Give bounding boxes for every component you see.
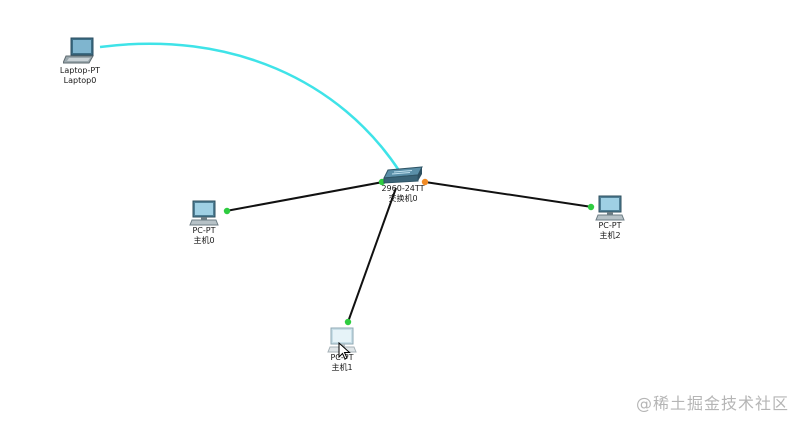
device-model-label: PC-PT xyxy=(330,353,354,362)
device-model-label: PC-PT xyxy=(598,221,622,230)
device-model-label: 2960-24TT xyxy=(381,184,425,193)
desktop-pc-icon xyxy=(327,327,357,353)
device-pc2[interactable]: PC-PT 主机2 xyxy=(588,195,632,241)
console-cable-laptop0-switch0[interactable] xyxy=(99,42,402,173)
port-light-switch0-to-pc2 xyxy=(421,178,429,186)
ethernet-cable-switch0-pc1[interactable] xyxy=(347,187,397,323)
switch-icon xyxy=(383,166,423,184)
device-name-label: 主机1 xyxy=(331,363,353,372)
watermark: @稀土掘金技术社区 xyxy=(635,394,789,413)
device-model-label: PC-PT xyxy=(192,226,216,235)
port-light-pc0 xyxy=(223,207,231,215)
laptop-icon xyxy=(63,37,94,64)
ethernet-cable-switch0-pc0[interactable] xyxy=(225,181,384,212)
mouse-pointer-icon xyxy=(338,342,351,360)
device-laptop0[interactable]: Laptop-PT Laptop0 xyxy=(52,36,108,86)
device-model-label: Laptop-PT xyxy=(59,66,101,75)
device-name-label: 交换机0 xyxy=(388,194,418,203)
device-pc0[interactable]: PC-PT 主机0 xyxy=(182,200,226,246)
device-switch0[interactable]: 2960-24TT 交换机0 xyxy=(372,166,434,204)
device-name-label: 主机0 xyxy=(193,236,215,245)
port-light-pc1 xyxy=(344,318,352,326)
ethernet-cable-switch0-pc2[interactable] xyxy=(424,181,593,208)
device-name-label: Laptop0 xyxy=(63,76,97,85)
port-light-pc2 xyxy=(587,203,595,211)
device-name-label: 主机2 xyxy=(599,231,621,240)
desktop-pc-icon xyxy=(189,200,219,226)
desktop-pc-icon xyxy=(595,195,625,221)
device-pc1[interactable]: PC-PT 主机1 xyxy=(320,327,364,373)
